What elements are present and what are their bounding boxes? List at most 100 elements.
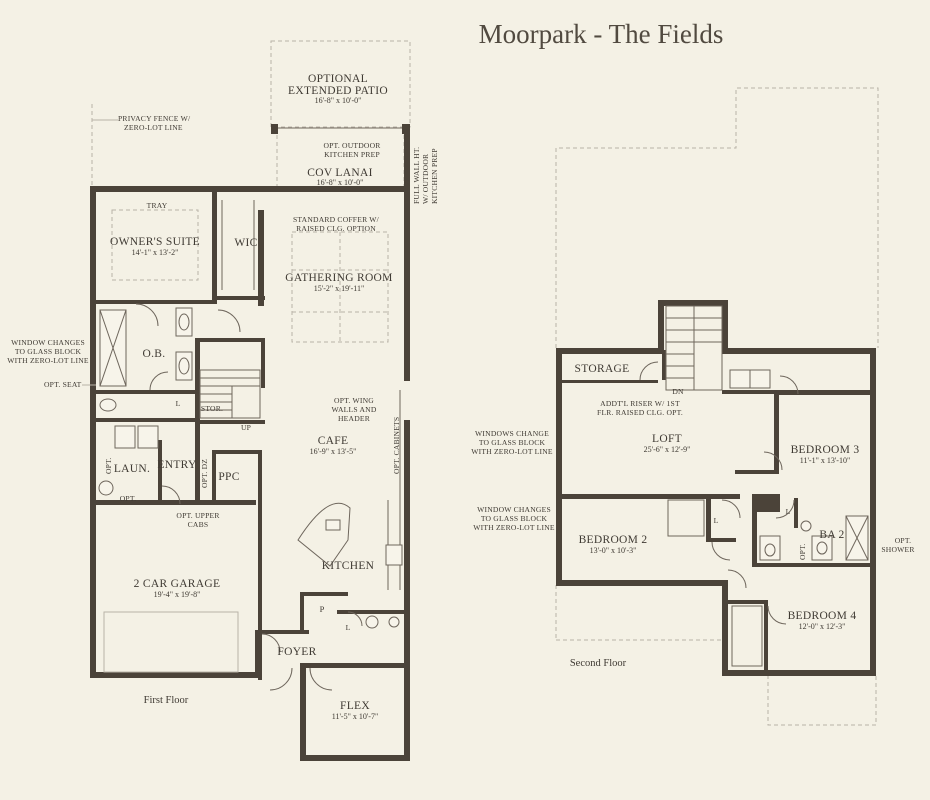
svg-text:OPT. OUTDOOR: OPT. OUTDOOR	[323, 141, 381, 150]
svg-text:TO GLASS BLOCK: TO GLASS BLOCK	[481, 514, 548, 523]
svg-text:OPT. UPPER: OPT. UPPER	[176, 511, 220, 520]
svg-text:BEDROOM 3: BEDROOM 3	[791, 444, 860, 456]
svg-text:2 CAR GARAGE: 2 CAR GARAGE	[134, 578, 221, 590]
svg-text:OPT. DZ: OPT. DZ	[200, 459, 209, 488]
ob-label: O.B.	[143, 348, 166, 360]
opt-upper-cabs-note: OPT. UPPER CABS	[176, 511, 220, 529]
kitchen-label: KITCHEN	[322, 560, 375, 572]
svg-text:OPTIONAL: OPTIONAL	[308, 73, 368, 85]
svg-text:11'-1" x 13'-10": 11'-1" x 13'-10"	[800, 456, 850, 465]
second-floor-plan: STORAGE DN ADDT'L RISER W/ 1ST FLR. RAIS…	[471, 87, 915, 726]
optional-extended-patio-label: OPTIONAL EXTENDED PATIO 16'-8" x 10'-0"	[288, 73, 388, 105]
privacy-fence-note: PRIVACY FENCE W/ ZERO-LOT LINE	[118, 114, 191, 132]
wic-label: WIC	[234, 237, 257, 249]
svg-text:FULL WALL HT.: FULL WALL HT.	[412, 147, 421, 204]
svg-text:TO GLASS BLOCK: TO GLASS BLOCK	[479, 438, 546, 447]
l-label-ob: L	[176, 399, 181, 408]
svg-text:STANDARD COFFER W/: STANDARD COFFER W/	[293, 215, 380, 224]
svg-text:OPT.: OPT.	[895, 536, 911, 545]
opt-ba-note: OPT.	[798, 544, 807, 560]
dn-label: DN	[672, 387, 684, 396]
l-label-hall: L	[714, 516, 719, 525]
svg-text:EXTENDED PATIO: EXTENDED PATIO	[288, 85, 388, 97]
svg-text:WITH ZERO-LOT LINE: WITH ZERO-LOT LINE	[471, 447, 553, 456]
svg-text:GATHERING ROOM: GATHERING ROOM	[285, 272, 392, 284]
window-changes-note: WINDOW CHANGES TO GLASS BLOCK WITH ZERO-…	[473, 505, 555, 532]
svg-text:BEDROOM 2: BEDROOM 2	[579, 534, 648, 546]
ba2-label: BA 2	[819, 529, 844, 541]
svg-text:16'-9" x 13'-5": 16'-9" x 13'-5"	[310, 447, 357, 456]
svg-text:HEADER: HEADER	[338, 414, 371, 423]
svg-text:W/ OUTDOOR: W/ OUTDOOR	[421, 153, 430, 204]
bedroom3-label: BEDROOM 3 11'-1" x 13'-10"	[791, 444, 860, 465]
svg-text:15'-2" x 19'-11": 15'-2" x 19'-11"	[314, 284, 364, 293]
opt-outdoor-kitchen-label: OPT. OUTDOOR KITCHEN PREP	[323, 141, 381, 159]
svg-text:13'-0" x 10'-3": 13'-0" x 10'-3"	[590, 546, 637, 555]
svg-text:16'-8" x 10'-0": 16'-8" x 10'-0"	[317, 178, 364, 187]
pantry-label: P	[320, 604, 325, 614]
opt-wing-walls-note: OPT. WING WALLS AND HEADER	[331, 396, 376, 423]
svg-text:OPT. CABINETS: OPT. CABINETS	[392, 417, 401, 474]
svg-text:BEDROOM 4: BEDROOM 4	[788, 610, 857, 622]
svg-text:14'-1" x 13'-2": 14'-1" x 13'-2"	[132, 248, 179, 257]
svg-text:12'-0" x 12'-3": 12'-0" x 12'-3"	[799, 622, 846, 631]
svg-text:KITCHEN PREP: KITCHEN PREP	[324, 150, 380, 159]
svg-text:KITCHEN PREP: KITCHEN PREP	[430, 148, 439, 204]
svg-text:WINDOW CHANGES: WINDOW CHANGES	[477, 505, 551, 514]
cafe-label: CAFE 16'-9" x 13'-5"	[310, 435, 357, 456]
svg-text:CABS: CABS	[188, 520, 209, 529]
svg-text:WINDOWS CHANGE: WINDOWS CHANGE	[475, 429, 549, 438]
flex-label: FLEX 11'-5" x 10'-7"	[332, 700, 378, 721]
entry-label: ENTRY	[157, 459, 197, 471]
addtl-riser-note: ADDT'L RISER W/ 1ST FLR. RAISED CLG. OPT…	[597, 399, 683, 417]
owners-suite-label: OWNER'S SUITE 14'-1" x 13'-2"	[110, 236, 200, 257]
svg-text:16'-8" x 10'-0": 16'-8" x 10'-0"	[315, 96, 362, 105]
gathering-room-label: GATHERING ROOM 15'-2" x 19'-11"	[285, 272, 392, 293]
svg-text:COV LANAI: COV LANAI	[307, 167, 372, 179]
svg-text:11'-5" x 10'-7": 11'-5" x 10'-7"	[332, 712, 378, 721]
svg-text:SHOWER: SHOWER	[881, 545, 915, 554]
bedroom2-label: BEDROOM 2 13'-0" x 10'-3"	[579, 534, 648, 555]
svg-text:WINDOW CHANGES: WINDOW CHANGES	[11, 338, 85, 347]
svg-text:ZERO-LOT LINE: ZERO-LOT LINE	[124, 123, 183, 132]
opt-below-label: OPT.	[120, 494, 136, 503]
svg-text:TO GLASS BLOCK: TO GLASS BLOCK	[15, 347, 82, 356]
first-floor-plan: OPTIONAL EXTENDED PATIO 16'-8" x 10'-0" …	[7, 40, 439, 761]
svg-text:PRIVACY FENCE W/: PRIVACY FENCE W/	[118, 114, 191, 123]
up-label: UP	[241, 423, 251, 432]
window-glass-block-note: WINDOW CHANGES TO GLASS BLOCK WITH ZERO-…	[7, 338, 89, 365]
opt-cabinets-note: OPT. CABINETS	[392, 417, 401, 474]
bedroom4-label: BEDROOM 4 12'-0" x 12'-3"	[788, 610, 857, 631]
ppc-label: PPC	[218, 471, 239, 483]
opt-dz-note: OPT. DZ	[200, 459, 209, 488]
svg-text:OWNER'S SUITE: OWNER'S SUITE	[110, 236, 200, 248]
windows-change-note: WINDOWS CHANGE TO GLASS BLOCK WITH ZERO-…	[471, 429, 553, 456]
garage-label: 2 CAR GARAGE 19'-4" x 19'-8"	[134, 578, 221, 599]
opt-shower-note: OPT. SHOWER	[881, 536, 915, 554]
tray-label: TRAY	[147, 201, 168, 210]
svg-text:WITH ZERO-LOT LINE: WITH ZERO-LOT LINE	[7, 356, 89, 365]
first-floor-caption: First Floor	[144, 695, 189, 706]
loft-label: LOFT 25'-6" x 12'-9"	[644, 433, 691, 454]
svg-text:ADDT'L RISER W/ 1ST: ADDT'L RISER W/ 1ST	[600, 399, 680, 408]
svg-text:WALLS AND: WALLS AND	[331, 405, 376, 414]
svg-text:FLEX: FLEX	[340, 700, 370, 712]
opt-left-note: OPT.	[104, 458, 113, 474]
cov-lanai-label: COV LANAI 16'-8" x 10'-0"	[307, 167, 372, 187]
stor-label: STOR.	[201, 404, 223, 413]
svg-text:25'-6" x 12'-9": 25'-6" x 12'-9"	[644, 445, 691, 454]
opt-seat-label: OPT. SEAT	[44, 380, 82, 389]
foyer-label: FOYER	[277, 646, 316, 658]
standard-coffer-note: STANDARD COFFER W/ RAISED CLG. OPTION	[293, 215, 380, 233]
full-wall-note: FULL WALL HT. W/ OUTDOOR KITCHEN PREP	[412, 147, 439, 204]
svg-text:CAFE: CAFE	[318, 435, 349, 447]
svg-text:FLR. RAISED CLG. OPT.: FLR. RAISED CLG. OPT.	[597, 408, 683, 417]
svg-text:OPT.: OPT.	[798, 544, 807, 560]
svg-text:19'-4" x 19'-8": 19'-4" x 19'-8"	[154, 590, 201, 599]
plan-title: Moorpark - The Fields	[479, 19, 724, 49]
svg-text:WITH ZERO-LOT LINE: WITH ZERO-LOT LINE	[473, 523, 555, 532]
l-label-foyer: L	[346, 623, 351, 632]
svg-text:LOFT: LOFT	[652, 433, 682, 445]
laundry-label: LAUN.	[114, 463, 150, 475]
